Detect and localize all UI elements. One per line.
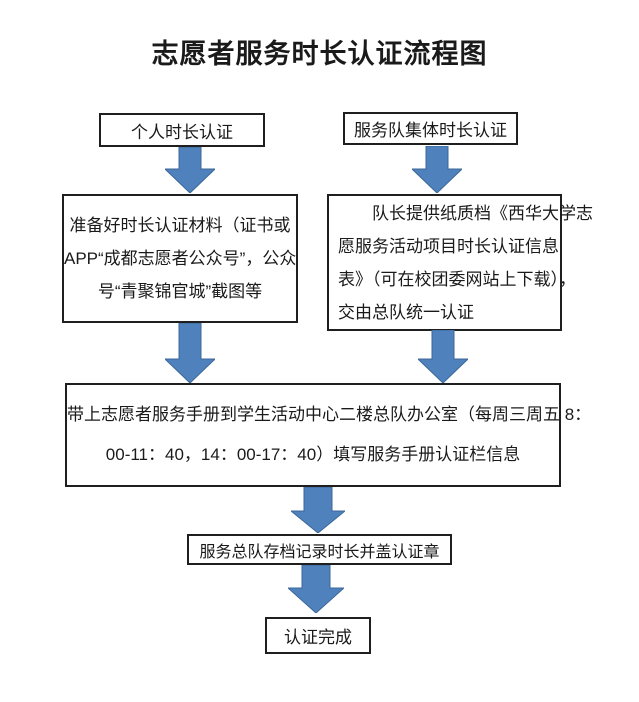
node-prepare-materials: 准备好时长认证材料（证书或 APP“成都志愿者公众号”，公众 号“青聚锦官城”截… xyxy=(62,194,298,323)
node-team-certification: 服务队集体时长认证 xyxy=(343,112,518,145)
node-archive-stamp: 服务总队存档记录时长并盖认证章 xyxy=(187,534,452,565)
node-label: 认证完成 xyxy=(284,628,352,647)
step-text-line: 号“青聚锦官城”截图等 xyxy=(97,282,263,301)
node-label: 个人时长认证 xyxy=(131,122,233,142)
node-certification-complete: 认证完成 xyxy=(265,617,371,654)
node-label: 服务总队存档记录时长并盖认证章 xyxy=(199,543,440,561)
step-text-line: 愿服务活动项目时长认证信息 xyxy=(338,236,559,256)
step-text-line: 队长提供纸质档《西华大学志 xyxy=(372,203,593,223)
down-arrow-icon xyxy=(291,487,345,533)
page-title: 志愿者服务时长认证流程图 xyxy=(151,39,488,69)
step-text-line: 表》（可在校团委网站上下载）， xyxy=(338,269,576,289)
down-arrow-icon xyxy=(418,330,468,383)
down-arrow-icon xyxy=(165,147,215,193)
down-arrow-icon xyxy=(165,323,215,383)
down-arrow-icon xyxy=(288,565,344,613)
step-text-line: 带上志愿者服务手册到学生活动中心二楼总队办公室（每周三周五 8： xyxy=(67,405,592,424)
step-text-line: 交由总队统一认证 xyxy=(338,302,474,322)
node-leader-paper-form: 队长提供纸质档《西华大学志 愿服务活动项目时长认证信息 表》（可在校团委网站上下… xyxy=(327,194,593,331)
step-text-line: 准备好时长认证材料（证书或 xyxy=(69,216,291,235)
step-text-line: 00-11：40，14：00-17：40）填写服务手册认证栏信息 xyxy=(105,445,521,464)
node-individual-certification: 个人时长认证 xyxy=(99,113,265,147)
down-arrow-icon xyxy=(412,146,462,193)
step-text-line: APP“成都志愿者公众号”，公众 xyxy=(64,249,297,268)
node-label: 服务队集体时长认证 xyxy=(354,121,507,140)
node-office-visit: 带上志愿者服务手册到学生活动中心二楼总队办公室（每周三周五 8： 00-11：4… xyxy=(65,383,592,487)
